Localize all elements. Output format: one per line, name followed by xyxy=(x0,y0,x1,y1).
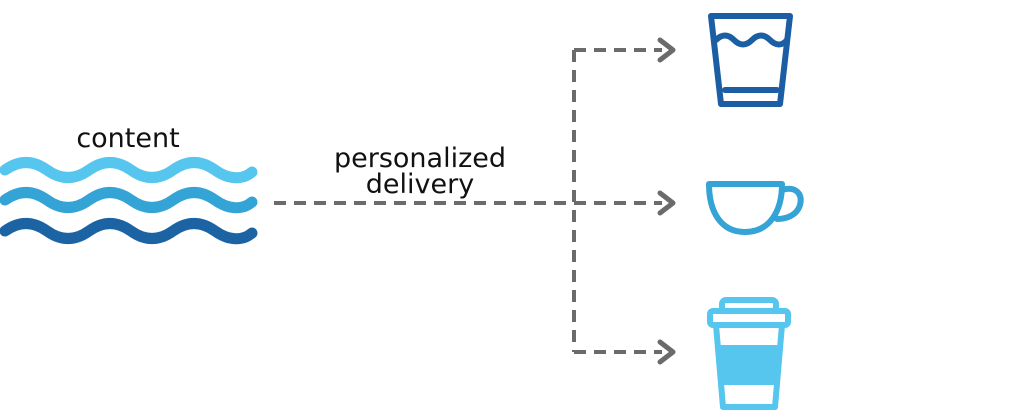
connector-lines xyxy=(274,48,662,354)
takeaway-lid-top xyxy=(719,297,779,314)
glass-icon xyxy=(708,13,793,107)
arrow-top-head xyxy=(657,37,676,63)
content-label: content xyxy=(76,123,180,154)
teacup-icon xyxy=(706,181,804,235)
personalized-delivery-label: personalized delivery xyxy=(310,143,530,200)
glass-water-surface xyxy=(713,32,790,48)
wave-dark xyxy=(0,218,258,245)
delivery-label-line1: personalized xyxy=(333,143,507,174)
waves-icon xyxy=(0,157,258,245)
takeaway-cup-icon xyxy=(707,297,791,410)
arrowheads xyxy=(657,37,676,365)
glass-outline xyxy=(708,13,793,107)
takeaway-body xyxy=(713,322,785,410)
takeaway-sleeve xyxy=(719,345,779,385)
wave-light xyxy=(0,157,258,184)
wave-mid xyxy=(0,187,258,214)
delivery-label-line2: delivery xyxy=(365,169,475,200)
teacup-body xyxy=(706,181,785,235)
arrow-bottom-head xyxy=(657,339,676,365)
arrow-middle-head xyxy=(657,190,676,216)
teacup-handle xyxy=(774,185,804,222)
